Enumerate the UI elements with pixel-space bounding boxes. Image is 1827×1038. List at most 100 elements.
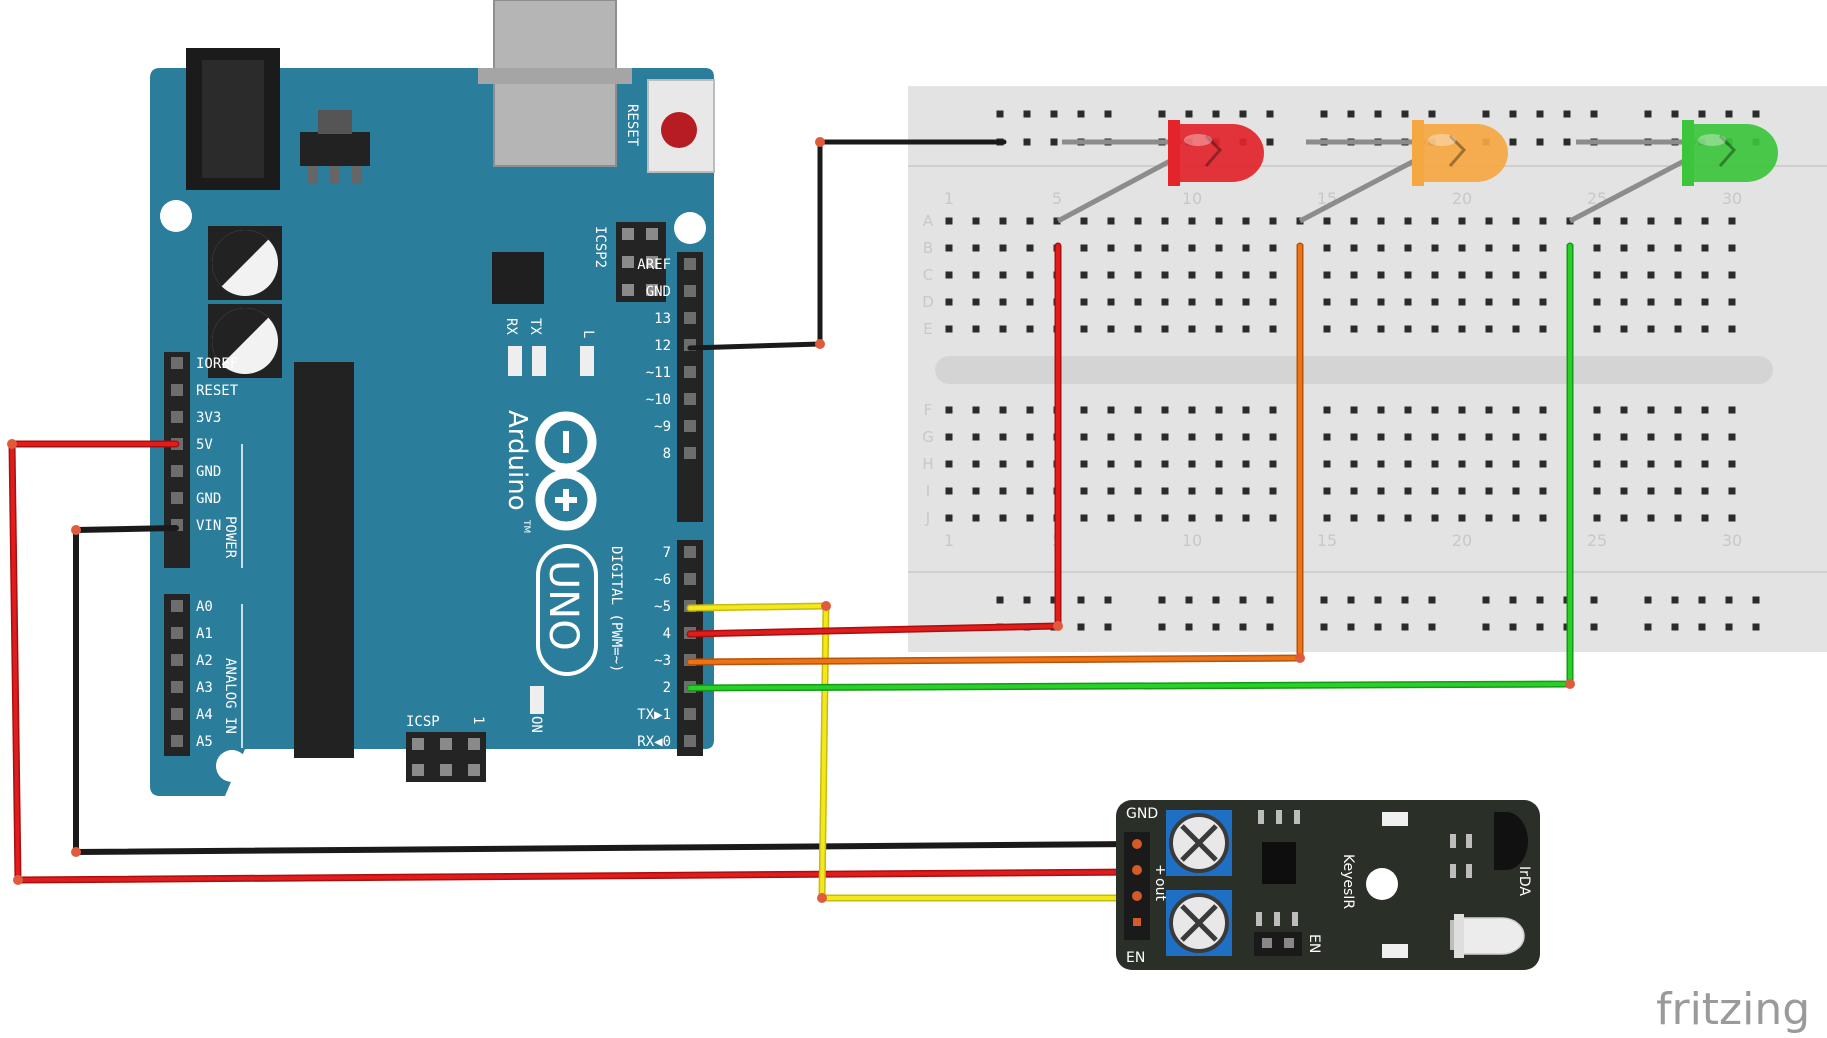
digital-pin-socket[interactable] [684, 447, 696, 459]
digital-pin-socket[interactable] [684, 708, 696, 720]
analog-pin-socket[interactable] [171, 654, 183, 666]
breadboard-column-number: 20 [1452, 189, 1472, 208]
breadboard-hole [1161, 406, 1169, 414]
breadboard-hole [1752, 110, 1760, 118]
breadboard-hole [1671, 596, 1679, 604]
breadboard-column-number: 1 [944, 531, 954, 550]
breadboard-hole [1320, 110, 1328, 118]
digital-section-label: DIGITAL (PWM=~) [608, 546, 624, 672]
digital-pin-socket[interactable] [684, 573, 696, 585]
breadboard-hole [1458, 244, 1466, 252]
breadboard-hole [1242, 433, 1250, 441]
breadboard-hole [1242, 487, 1250, 495]
digital-pin-socket[interactable] [684, 735, 696, 747]
breadboard-hole [1026, 514, 1034, 522]
breadboard-hole [1053, 217, 1061, 225]
breadboard-hole [1701, 406, 1709, 414]
breadboard-hole [1161, 514, 1169, 522]
breadboard-hole [1701, 244, 1709, 252]
digital-pin-socket[interactable] [684, 420, 696, 432]
reset-button[interactable] [647, 79, 715, 173]
breadboard-hole [1377, 487, 1385, 495]
digital-pin-label: ~11 [646, 365, 671, 381]
breadboard-hole [1512, 433, 1520, 441]
breadboard-hole [1431, 487, 1439, 495]
breadboard-hole [1323, 433, 1331, 441]
breadboard-hole [1158, 110, 1166, 118]
breadboard-hole [1242, 514, 1250, 522]
breadboard-hole [1242, 244, 1250, 252]
breadboard-hole [1134, 217, 1142, 225]
analog-pin-socket[interactable] [171, 600, 183, 612]
power-pin-socket[interactable] [171, 384, 183, 396]
breadboard-hole [999, 460, 1007, 468]
breadboard-hole [1239, 110, 1247, 118]
breadboard-hole [1188, 298, 1196, 306]
breadboard-hole [1266, 596, 1274, 604]
potentiometer-2[interactable] [1166, 890, 1232, 956]
breadboard-hole [1482, 110, 1490, 118]
ir-sensor-module: GND EN + out EN KeyesIR [1116, 800, 1540, 970]
analog-pin-socket[interactable] [171, 735, 183, 747]
breadboard-hole [1023, 596, 1031, 604]
breadboard-hole [1509, 138, 1517, 146]
breadboard-hole [1485, 433, 1493, 441]
digital-pin-label: ~10 [646, 392, 671, 408]
capacitor-2 [208, 304, 282, 378]
digital-pin-socket[interactable] [684, 285, 696, 297]
breadboard-hole [1107, 460, 1115, 468]
breadboard-hole [1644, 596, 1652, 604]
potentiometer-1[interactable] [1166, 810, 1232, 876]
breadboard-hole [1620, 244, 1628, 252]
ir-receiver [1494, 812, 1528, 870]
breadboard-hole [945, 406, 953, 414]
breadboard-hole [1725, 110, 1733, 118]
breadboard-hole [1728, 460, 1736, 468]
breadboard-row-letter: A [923, 212, 934, 230]
breadboard-hole [1701, 487, 1709, 495]
breadboard-hole [1377, 460, 1385, 468]
en-jumper[interactable] [1254, 932, 1302, 956]
breadboard-hole [1107, 514, 1115, 522]
breadboard-hole [1188, 433, 1196, 441]
breadboard-hole [1026, 487, 1034, 495]
analog-pin-socket[interactable] [171, 627, 183, 639]
digital-pin-socket[interactable] [684, 546, 696, 558]
breadboard-hole [1701, 433, 1709, 441]
breadboard-hole [945, 217, 953, 225]
breadboard-hole [1536, 623, 1544, 631]
breadboard-hole [1080, 460, 1088, 468]
breadboard-hole [1269, 487, 1277, 495]
breadboard-hole [1107, 433, 1115, 441]
breadboard-hole [1158, 596, 1166, 604]
power-pin-socket[interactable] [171, 492, 183, 504]
breadboard-hole [1593, 298, 1601, 306]
power-pin-socket[interactable] [171, 465, 183, 477]
breadboard-hole [972, 325, 980, 333]
digital-pin-socket[interactable] [684, 393, 696, 405]
breadboard-hole [972, 514, 980, 522]
breadboard-hole [1188, 244, 1196, 252]
on-led [530, 686, 544, 714]
power-pin-label: VIN [196, 518, 221, 534]
breadboard-hole [1104, 623, 1112, 631]
breadboard-hole [1458, 460, 1466, 468]
breadboard-hole [1269, 271, 1277, 279]
breadboard-hole [1674, 433, 1682, 441]
digital-pin-socket[interactable] [684, 258, 696, 270]
digital-pin-socket[interactable] [684, 312, 696, 324]
breadboard-hole [1728, 217, 1736, 225]
breadboard-hole [999, 325, 1007, 333]
breadboard-hole [1752, 596, 1760, 604]
power-pin-socket[interactable] [171, 411, 183, 423]
digital-pin-socket[interactable] [684, 366, 696, 378]
breadboard-hole [1485, 298, 1493, 306]
mounting-hole [512, 750, 544, 782]
analog-pin-socket[interactable] [171, 708, 183, 720]
breadboard-hole [1377, 514, 1385, 522]
breadboard-hole [1188, 487, 1196, 495]
analog-pin-socket[interactable] [171, 681, 183, 693]
breadboard-hole [1377, 271, 1385, 279]
power-pin-socket[interactable] [171, 357, 183, 369]
rx-led [508, 346, 522, 376]
